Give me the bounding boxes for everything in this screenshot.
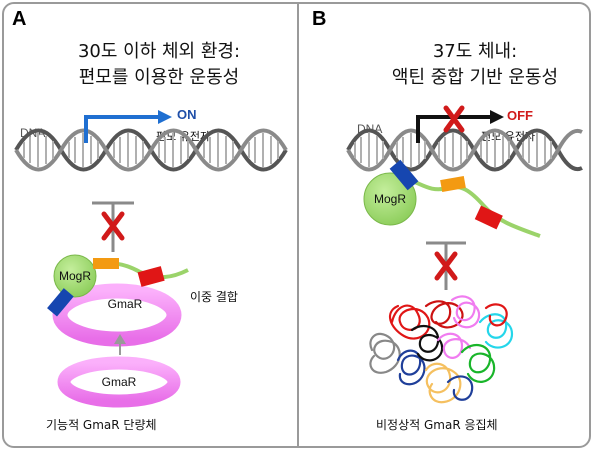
panel-b-off-arrow	[416, 110, 504, 143]
panel-a-gmar-monomer: GmaR	[57, 356, 181, 408]
panel-a-binding-label: 이중 결합	[190, 290, 238, 304]
panel-b-link-block-x-icon	[434, 251, 458, 281]
panel-a-assembly-arrow	[114, 334, 126, 355]
panel-a-letter: A	[12, 8, 27, 30]
panel-a-gmar-monomer-label: GmaR	[102, 375, 137, 389]
panel-a-on-label: ON	[177, 107, 197, 122]
panel-a-blue-domain	[47, 288, 74, 317]
panel-a-caption: 기능적 GmaR 단량체	[46, 418, 157, 432]
panel-b-gmar-aggregate	[369, 295, 514, 404]
panel-a-gmar-label: GmaR	[108, 297, 143, 311]
panel-b-orange-domain	[440, 176, 466, 192]
panel-b-red-domain	[474, 205, 503, 230]
panel-a-red-domain	[137, 266, 165, 287]
panel-b-heading-line2: 액틴 중합 기반 운동성	[391, 67, 559, 88]
panel-b-letter: B	[312, 8, 327, 30]
panel-a-on-arrow	[84, 110, 172, 143]
panel-b-blue-domain	[389, 159, 419, 191]
panel-b-mogr-protein: MogR	[363, 159, 541, 238]
panel-a-orange-domain	[93, 258, 119, 269]
panel-b-heading-line1: 37도 체내:	[432, 41, 518, 62]
panel-a-heading-line2: 편모를 이용한 운동성	[78, 67, 240, 88]
panel-a-mogr-gmar-complex: MogR GmaR	[47, 254, 189, 347]
panel-b-mogr-label: MogR	[374, 192, 406, 206]
panel-a-block-x-icon	[101, 211, 125, 241]
panel-b-caption: 비정상적 GmaR 응집체	[376, 418, 498, 432]
panel-a-mogr-label: MogR	[59, 269, 91, 283]
panel-b-off-label: OFF	[507, 108, 533, 123]
panel-divider	[297, 4, 299, 448]
panel-a-heading-line1: 30도 이하 체외 환경:	[77, 41, 241, 62]
panel-a-dna-helix	[14, 128, 288, 172]
panel-b-dna-helix	[346, 128, 583, 172]
panel-b-promoter-block-x-icon	[443, 105, 465, 133]
